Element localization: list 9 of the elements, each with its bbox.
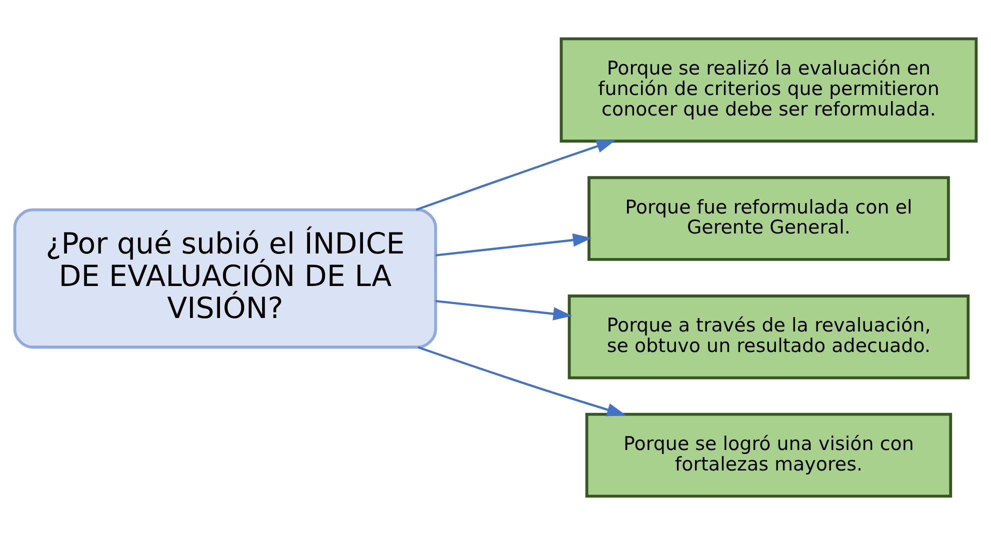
node-box: Porque fue reformulada con el Gerente General. — [588, 176, 950, 261]
node-box: Porque se realizó la evaluación en función de criterios que permitieron conocer que debe ser reformulada. — [560, 37, 978, 143]
node-box: ¿Por qué subió el ÍNDICE DE EVALUACIÓN DE LA VISIÓN? — [13, 208, 438, 349]
arrow — [418, 346, 626, 416]
arrow — [416, 140, 616, 211]
arrow — [436, 300, 572, 320]
arrow — [436, 233, 592, 256]
node-box: Porque a través de la revaluación, se obtuvo un resultado adecuado. — [568, 294, 970, 380]
node-box: Porque se logró una visión con fortalezas mayores. — [585, 412, 952, 498]
